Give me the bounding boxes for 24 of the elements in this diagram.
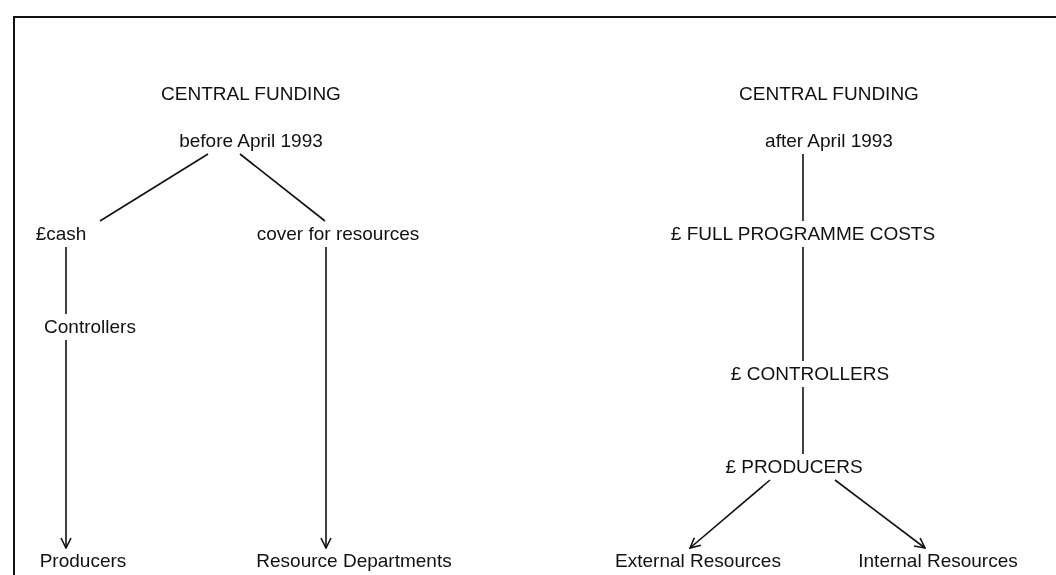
node-heading: CENTRAL FUNDING xyxy=(739,83,919,105)
node-label: before April 1993 xyxy=(179,130,323,152)
node-label: Controllers xyxy=(44,316,136,338)
connector-line xyxy=(65,246,67,315)
node-heading: CENTRAL FUNDING xyxy=(161,83,341,105)
node-label: £ FULL PROGRAMME COSTS xyxy=(670,223,936,245)
node-label: after April 1993 xyxy=(765,130,893,152)
connector-line xyxy=(802,386,804,455)
arrow xyxy=(320,246,332,549)
arrow xyxy=(834,479,926,549)
arrow xyxy=(60,339,72,549)
connector-line xyxy=(239,153,326,222)
node-label: Internal Resources xyxy=(858,550,1018,572)
arrow xyxy=(689,479,771,549)
node-label: Producers xyxy=(39,550,127,572)
node-label: External Resources xyxy=(615,550,781,572)
node-label: cover for resources xyxy=(256,223,420,245)
connector-line xyxy=(802,246,804,362)
node-label: £ PRODUCERS xyxy=(725,456,863,478)
node-label: £cash xyxy=(35,223,87,245)
connector-line xyxy=(802,153,804,222)
connector-line xyxy=(99,153,209,222)
node-label: Resource Departments xyxy=(256,550,452,572)
node-label: £ CONTROLLERS xyxy=(730,363,890,385)
